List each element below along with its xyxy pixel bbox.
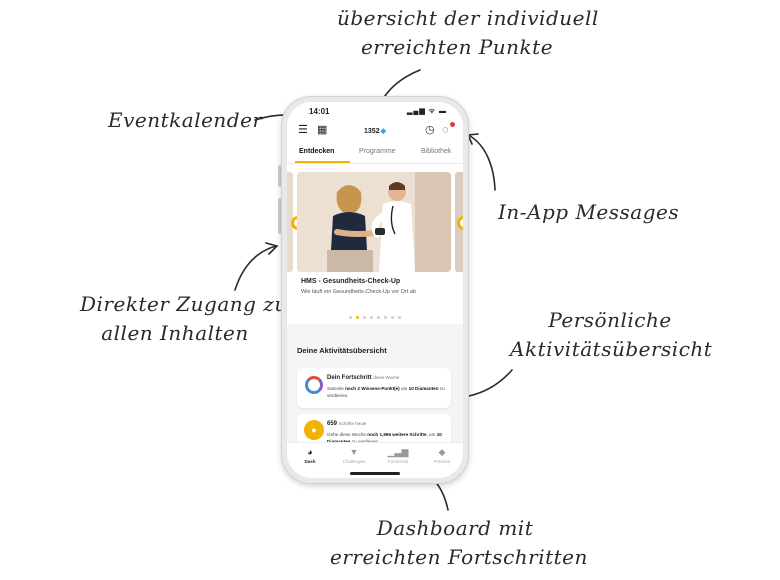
arrow-messages xyxy=(469,135,496,191)
annotation-points-line1: übersicht der individuell xyxy=(337,6,599,30)
progress-card-title: Dein Fortschritt diese Woche xyxy=(327,375,399,381)
health-checkup-illustration xyxy=(297,172,451,272)
nav-fortschritt-label: Fortschritt xyxy=(387,459,408,464)
arrow-messages-head xyxy=(466,133,479,145)
card-image[interactable] xyxy=(297,172,451,272)
steps-title-suffix: Schritte heute xyxy=(338,421,367,426)
status-signal-icons: ▂▄▆ ᯤ ▬ xyxy=(406,108,447,115)
annotation-dashboard-line1: Dashboard mit xyxy=(376,516,534,540)
phone-side-button xyxy=(278,198,282,234)
pagination-dot[interactable] xyxy=(363,316,366,319)
annotation-direct-access: Direkter Zugang zu allen Inhalten xyxy=(80,290,288,348)
progress-title-suffix: diese Woche xyxy=(373,375,400,380)
pagination-dot[interactable] xyxy=(391,316,394,319)
carousel-pagination xyxy=(287,316,463,319)
pagination-dot[interactable] xyxy=(384,316,387,319)
tab-bar: Entdecken Programme Bibliothek xyxy=(287,144,463,164)
diamond-icon: ◆ xyxy=(380,128,386,135)
nav-challenges[interactable]: ▼ Challenges xyxy=(337,447,371,464)
nav-dash-label: Dash xyxy=(304,459,316,464)
steps-title-text: 659 xyxy=(327,421,338,427)
tab-programme[interactable]: Programme xyxy=(359,148,396,155)
annotation-dashboard: Dashboard mit erreichten Fortschritten xyxy=(330,514,588,572)
menu-icon[interactable]: ☰ xyxy=(298,124,308,136)
steps-text-bold: 10 Diamanten xyxy=(327,432,442,444)
nav-praemien-label: Prämien xyxy=(433,459,451,464)
card-subtitle: Wie läuft ein Gesundheits-Check-Up vor O… xyxy=(301,289,416,295)
progress-card[interactable]: Dein Fortschritt diese Woche Sammle noch… xyxy=(297,368,451,408)
status-bar: 14:01 ▂▄▆ ᯤ ▬ xyxy=(287,102,463,118)
steps-text-part: , um xyxy=(426,432,437,437)
annotation-personal-activity-line1: Persönliche xyxy=(548,308,672,332)
card-title: HMS - Gesundheits-Check-Up xyxy=(301,278,401,285)
nav-challenges-label: Challenges xyxy=(342,459,366,464)
annotation-personal-activity-line2: Aktivitätsübersicht xyxy=(510,337,713,361)
gem-icon: ◆ xyxy=(438,447,446,457)
steps-text-part: Gehe diese Woche xyxy=(327,432,368,437)
gauge-icon: ◕ xyxy=(307,447,313,457)
progress-text-bold: noch 2 Wissens-Punkt(e) xyxy=(345,386,400,391)
nav-praemien[interactable]: ◆ Prämien xyxy=(425,447,459,464)
arrow-direct-access xyxy=(234,245,277,291)
points-counter[interactable]: 1352◆ xyxy=(287,127,463,135)
calendar-icon[interactable]: ▦ xyxy=(317,124,328,136)
progress-text-bold: 10 Diamanten xyxy=(408,386,439,391)
status-time: 14:01 xyxy=(309,107,330,116)
annotation-event-calendar: Eventkalender xyxy=(108,108,263,132)
pagination-dot[interactable] xyxy=(349,316,352,319)
annotation-direct-access-line2: allen Inhalten xyxy=(101,321,249,345)
pagination-dot[interactable] xyxy=(377,316,380,319)
tab-active-indicator xyxy=(295,161,350,163)
phone-screen: 14:01 ▂▄▆ ᯤ ▬ ☰ ▦ 1352◆ ◷ ◌ Entdecken Pr… xyxy=(287,102,463,478)
progress-text-part: um xyxy=(399,386,409,391)
progress-text-part: Sammle xyxy=(327,386,346,391)
clock-icon[interactable]: ◷ xyxy=(425,124,435,136)
annotation-direct-access-line1: Direkter Zugang zu xyxy=(80,292,288,316)
progress-card-text: Sammle noch 2 Wissens-Punkt(e) um 10 Dia… xyxy=(327,385,447,399)
home-indicator xyxy=(350,472,400,475)
activity-section-title: Deine Aktivitätsübersicht xyxy=(297,346,387,355)
progress-text-part: zu verdienen. xyxy=(327,386,445,398)
annotation-points-overview: übersicht der individuell erreichten Pun… xyxy=(337,4,599,62)
pagination-dot[interactable] xyxy=(370,316,373,319)
steps-text-bold: noch 1,996 weitere Schritte xyxy=(367,432,427,437)
phone-frame: 14:01 ▂▄▆ ᯤ ▬ ☰ ▦ 1352◆ ◷ ◌ Entdecken Pr… xyxy=(281,96,469,484)
tab-bibliothek[interactable]: Bibliothek xyxy=(421,148,452,155)
progress-ring-icon xyxy=(457,216,463,230)
activity-ring-icon xyxy=(305,376,323,394)
notification-badge xyxy=(450,122,455,127)
nav-fortschritt[interactable]: ▁▃▆ Fortschritt xyxy=(381,447,415,464)
footsteps-icon: ● xyxy=(304,420,324,440)
tab-entdecken[interactable]: Entdecken xyxy=(299,148,335,155)
trophy-icon: ▼ xyxy=(349,447,359,457)
top-bar: ☰ ▦ 1352◆ ◷ ◌ xyxy=(287,118,463,144)
annotation-dashboard-line2: erreichten Fortschritten xyxy=(330,545,588,569)
pagination-dot-active[interactable] xyxy=(356,316,359,319)
steps-card-text: Gehe diese Woche noch 1,996 weitere Schr… xyxy=(327,431,447,445)
annotation-points-line2: erreichten Punkte xyxy=(360,35,554,59)
annotation-personal-activity: Persönliche Aktivitätsübersicht xyxy=(510,306,713,364)
bar-chart-icon: ▁▃▆ xyxy=(387,447,409,457)
points-value: 1352 xyxy=(364,128,380,135)
steps-card-title: 659 Schritte heute xyxy=(327,421,366,427)
steps-text-part: zu verdienen. xyxy=(351,439,380,444)
carousel-prev-card[interactable] xyxy=(287,172,293,272)
progress-title-text: Dein Fortschritt xyxy=(327,375,372,381)
nav-dash[interactable]: ◕ Dash xyxy=(293,447,327,464)
annotation-in-app-messages: In-App Messages xyxy=(498,200,680,224)
phone-side-button xyxy=(278,165,282,187)
content-carousel[interactable]: HMS - Gesundheits-Check-Up Wie läuft ein… xyxy=(287,164,463,324)
pagination-dot[interactable] xyxy=(398,316,401,319)
chat-icon[interactable]: ◌ xyxy=(442,124,449,136)
arrow-direct-access-head xyxy=(265,242,279,255)
